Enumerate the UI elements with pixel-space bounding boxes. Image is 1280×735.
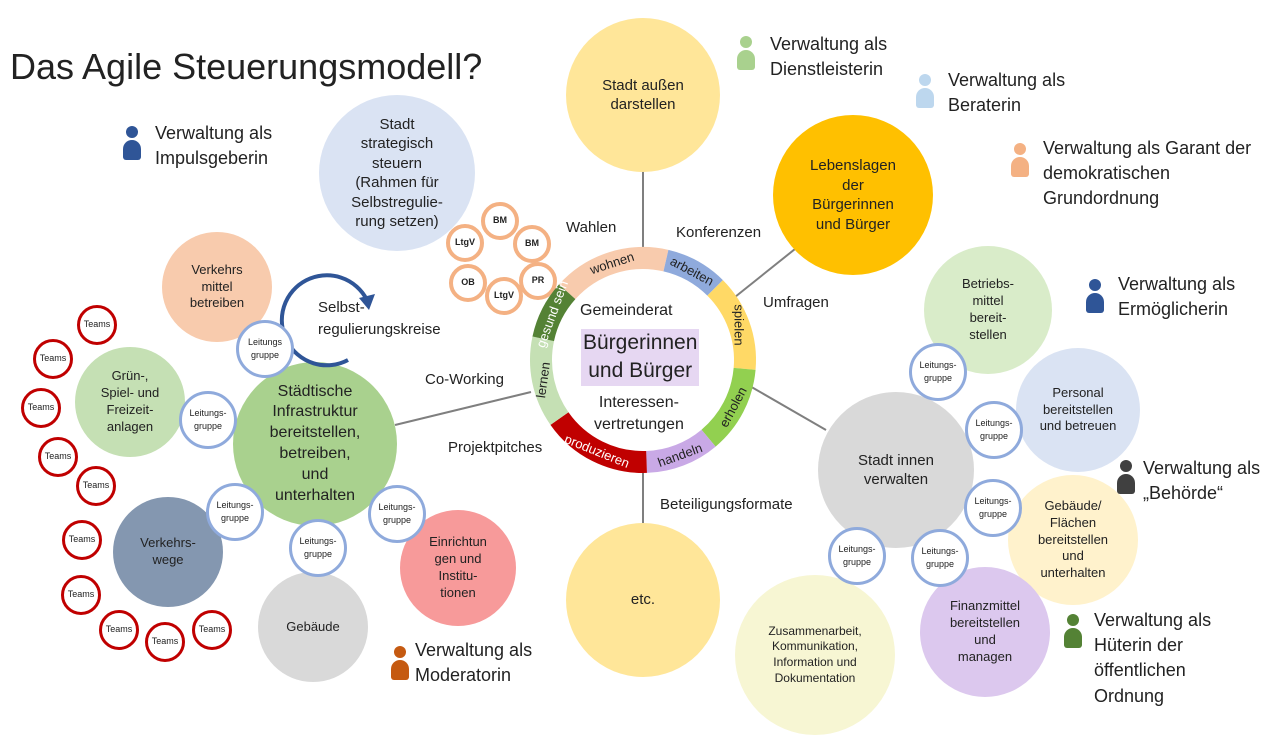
bubble-flaechen: Gebäude/ Flächen bereitstellen und unter… — [1008, 475, 1138, 605]
ring-segment-handeln — [645, 429, 716, 473]
bubble-gebaeude: Gebäude — [258, 572, 368, 682]
role-label: Verwaltung als Beraterin — [948, 70, 1066, 116]
person-icon — [916, 74, 934, 108]
ring-segment-erholen — [701, 367, 756, 447]
lifecycle-ring — [530, 247, 756, 473]
format-beteiligungsformate: Beteiligungsformate — [660, 496, 793, 513]
ring-segment-produzieren — [550, 411, 647, 473]
bubble-finanzmittel: Finanzmittel bereitstellen und managen — [920, 567, 1050, 697]
leitungsgruppe: Leitungs- gruppe — [289, 519, 347, 577]
page-title: Das Agile Steuerungsmodell? — [10, 46, 483, 87]
team-circle: Teams — [38, 437, 78, 477]
leitungsgruppe: Leitungs gruppe — [236, 320, 294, 378]
organ-circle: OB — [449, 264, 487, 302]
ring-segment-gesund-sein — [532, 284, 576, 342]
role-label: Verwaltung als „Behörde“ — [1143, 458, 1261, 504]
bubble-verkehrswege: Verkehrs- wege — [113, 497, 223, 607]
person-icon — [391, 646, 409, 680]
format-wahlen: Wahlen — [566, 219, 617, 236]
person-icon — [1011, 143, 1029, 177]
cycle-arrow-icon — [279, 273, 375, 368]
leitungsgruppe: Leitungs- gruppe — [964, 479, 1022, 537]
team-circle: Teams — [21, 388, 61, 428]
leitungsgruppe: Leitungs- gruppe — [179, 391, 237, 449]
leitungsgruppe: Leitungs- gruppe — [368, 485, 426, 543]
leitungsgruppe: Leitungs- gruppe — [828, 527, 886, 585]
center-interessenvertretungen: Interessen- vertretungen — [594, 394, 684, 433]
line-infrastruktur — [394, 391, 532, 426]
organ-circle: PR — [519, 262, 557, 300]
team-circle: Teams — [99, 610, 139, 650]
leitungsgruppe: Leitungs- gruppe — [206, 483, 264, 541]
organ-circle: LtgV — [485, 277, 523, 315]
ring-segment-wohnen — [559, 247, 669, 300]
ring-segment-spielen — [707, 280, 756, 370]
team-circle: Teams — [145, 622, 185, 662]
role-label: Verwaltung als Ermöglicherin — [1118, 274, 1236, 320]
ring-segment-arbeiten — [663, 249, 723, 296]
role-label: Verwaltung als Impulsgeberin — [155, 123, 273, 169]
role-label: Verwaltung als Moderatorin — [415, 640, 533, 686]
role-label: Verwaltung als Hüterin der öffentlichen … — [1094, 610, 1212, 706]
line-lebenslagen — [734, 244, 801, 298]
ring-segment-lernen — [530, 336, 569, 425]
selbstregulierung-label: Selbst- regulierungskreise — [318, 299, 441, 338]
bubble-stadt-innen: Stadt innen verwalten — [818, 392, 974, 548]
team-circle: Teams — [33, 339, 73, 379]
person-icon — [123, 126, 141, 160]
format-projektpitches: Projektpitches — [448, 439, 543, 456]
organ-circle: BM — [481, 202, 519, 240]
bubble-stadt-strategisch: Stadt strategisch steuern (Rahmen für Se… — [319, 95, 475, 251]
team-circle: Teams — [192, 610, 232, 650]
line-innen — [747, 384, 827, 431]
organ-circle: LtgV — [446, 224, 484, 262]
leitungsgruppe: Leitungs- gruppe — [911, 529, 969, 587]
team-circle: Teams — [77, 305, 117, 345]
bubble-stadt-aussen: Stadt außen darstellen — [566, 18, 720, 172]
bubble-personal: Personal bereitstellen und betreuen — [1016, 348, 1140, 472]
person-icon — [1086, 279, 1104, 313]
role-label: Verwaltung als Garant der demokratischen… — [1043, 138, 1252, 209]
team-circle: Teams — [62, 520, 102, 560]
center-gemeinderat: Gemeinderat — [580, 302, 673, 319]
person-icon — [1117, 460, 1135, 494]
format-coworking: Co-Working — [425, 371, 504, 388]
bubble-lebenslagen: Lebenslagen der Bürgerinnen und Bürger — [773, 115, 933, 275]
ring-label: spielen — [731, 304, 747, 346]
center-buergerinnen: Bürgerinnen und Bürger — [581, 329, 700, 386]
bubble-betriebsmittel: Betriebs- mittel bereit- stellen — [924, 246, 1052, 374]
bubble-gruenanlagen: Grün-, Spiel- und Freizeit- anlagen — [75, 347, 185, 457]
format-konferenzen: Konferenzen — [676, 224, 762, 241]
person-icon — [1064, 614, 1082, 648]
leitungsgruppe: Leitungs- gruppe — [909, 343, 967, 401]
format-umfragen: Umfragen — [763, 294, 829, 311]
connector-lines — [394, 170, 827, 523]
role-label: Verwaltung als Dienstleisterin — [770, 34, 888, 80]
person-icon — [737, 36, 755, 70]
team-circle: Teams — [61, 575, 101, 615]
organ-circle: BM — [513, 225, 551, 263]
team-circle: Teams — [76, 466, 116, 506]
leitungsgruppe: Leitungs- gruppe — [965, 401, 1023, 459]
bubble-etc: etc. — [566, 523, 720, 677]
bubble-zusammenarbeit: Zusammenarbeit, Kommunikation, Informati… — [735, 575, 895, 735]
